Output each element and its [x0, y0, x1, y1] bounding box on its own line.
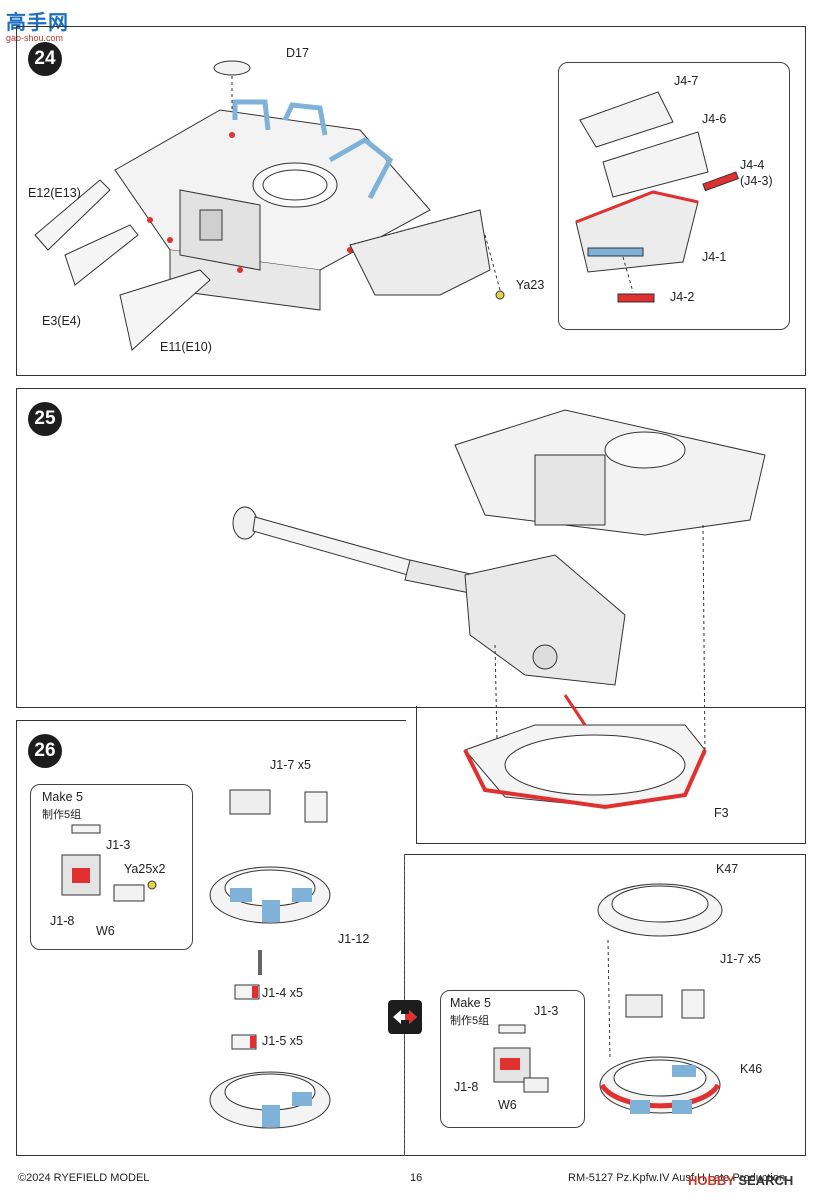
step24-frame [16, 26, 806, 376]
label-j13: J1-3 [106, 838, 131, 852]
label-f3: F3 [714, 806, 729, 820]
step25-gun-turret-drawing [232, 409, 766, 810]
step26-make5-box [30, 784, 193, 950]
footer-copyright: ©2024 RYEFIELD MODEL [18, 1172, 150, 1184]
step26-alt-cupola-drawing [597, 883, 723, 1114]
step26-alt-periscope-drawing [493, 1024, 549, 1093]
label-j42: J4-2 [670, 290, 695, 304]
step26-periscope-drawing [61, 824, 157, 902]
watermark-glyphs: 高手网 [6, 12, 69, 34]
step26-frame [16, 720, 406, 1156]
step24-number: 24 [28, 42, 62, 76]
label-e11: E11(E10) [160, 340, 212, 354]
step26-number: 26 [28, 734, 62, 768]
label-alt-j13: J1-3 [534, 1004, 559, 1018]
label-j18: J1-8 [50, 914, 75, 928]
watermark-logo: 高手网 gao-shou.com [6, 6, 76, 43]
watermark-url: gao-shou.com [6, 33, 64, 43]
label-ya25: Ya25x2 [124, 862, 166, 876]
step26-cupola-drawing [209, 789, 331, 1129]
label-alt-j17: J1-7 x5 [720, 952, 761, 966]
label-j44: J4-4 [740, 158, 765, 172]
label-w6: W6 [96, 924, 115, 938]
alternate-arrow-icon [388, 1000, 422, 1034]
step25-frame-extension [416, 706, 806, 844]
label-alt-j18: J1-8 [454, 1080, 479, 1094]
logo-search: SEARCH [738, 1173, 794, 1188]
step25-frame [16, 388, 806, 708]
step24-turret-drawing [34, 60, 505, 351]
label-make5: Make 5 [42, 790, 83, 804]
step24-bin-exploded-drawing [575, 91, 739, 303]
label-j15: J1-5 x5 [262, 1034, 303, 1048]
label-ya23: Ya23 [516, 278, 545, 292]
label-j112: J1-12 [338, 932, 370, 946]
footer-product: RM-5127 Pz.Kpfw.IV Ausf.H Late Productio… [568, 1172, 786, 1184]
label-alt-make5: Make 5 [450, 996, 491, 1010]
footer-page-number: 16 [410, 1172, 423, 1184]
label-j43: (J4-3) [740, 174, 773, 188]
step25-number: 25 [28, 402, 62, 436]
label-j47: J4-7 [674, 74, 699, 88]
label-j46: J4-6 [702, 112, 727, 126]
label-k47: K47 [716, 862, 739, 876]
label-make5-cn: 制作5组 [42, 809, 82, 821]
label-d17: D17 [286, 46, 309, 60]
label-k46: K46 [740, 1062, 763, 1076]
label-e12: E12(E13) [28, 186, 81, 200]
hobby-search-logo: HOBBY SEARCH [688, 1173, 793, 1188]
label-alt-w6: W6 [498, 1098, 517, 1112]
label-j41: J4-1 [702, 250, 727, 264]
label-j17: J1-7 x5 [270, 758, 311, 772]
label-alt-make5-cn: 制作5组 [450, 1015, 490, 1027]
label-e3: E3(E4) [42, 314, 81, 328]
label-j14: J1-4 x5 [262, 986, 303, 1000]
logo-hobby: HOBBY [688, 1173, 735, 1188]
